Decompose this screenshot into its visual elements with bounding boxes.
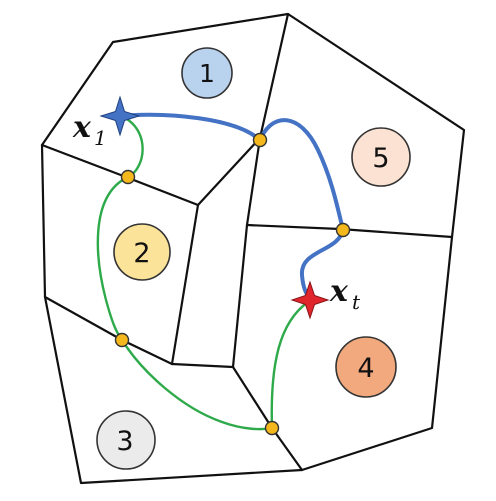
waypoint-1-5	[252, 132, 268, 148]
region-3-label: 3	[116, 426, 133, 457]
region-1-circle	[181, 47, 233, 99]
start-star-icon	[99, 95, 141, 137]
edge-inner-bottom	[170, 362, 235, 369]
start-label: x 1	[72, 110, 107, 150]
region-4-circle	[335, 336, 397, 398]
region-1-badge: 1	[181, 47, 233, 99]
start-label-sub: 1	[94, 126, 107, 150]
region-2-circle	[113, 223, 171, 281]
blue-path	[118, 112, 345, 302]
target-star-icon	[290, 280, 330, 320]
start-label-base: x	[72, 110, 92, 145]
region-2-label: 2	[133, 238, 150, 269]
edge-inner-left	[170, 203, 200, 366]
region-4-label: 4	[357, 353, 374, 384]
outer-boundary	[40, 12, 466, 485]
region-5-badge: 5	[351, 127, 411, 187]
region-5-label: 5	[372, 143, 389, 174]
waypoint-5-4	[335, 222, 351, 238]
region-edges	[40, 12, 466, 485]
waypoint-1-2	[120, 169, 136, 185]
waypoint-3-4	[264, 420, 280, 436]
region-3-badge: 3	[96, 410, 156, 470]
edge-1-2	[40, 136, 262, 207]
target-label-sub: t	[352, 290, 361, 314]
region-2-badge: 2	[113, 223, 171, 281]
waypoints	[114, 132, 351, 436]
waypoint-2-3	[114, 332, 130, 348]
edge-inner-right	[231, 223, 249, 369]
region-4-badge: 4	[335, 336, 397, 398]
region-3-circle	[96, 410, 156, 470]
target-label-base: x	[329, 274, 349, 309]
edge-3-4	[231, 365, 304, 472]
target-label: x t	[329, 274, 361, 314]
region-5-circle	[351, 127, 411, 187]
region-1-label: 1	[199, 59, 215, 88]
